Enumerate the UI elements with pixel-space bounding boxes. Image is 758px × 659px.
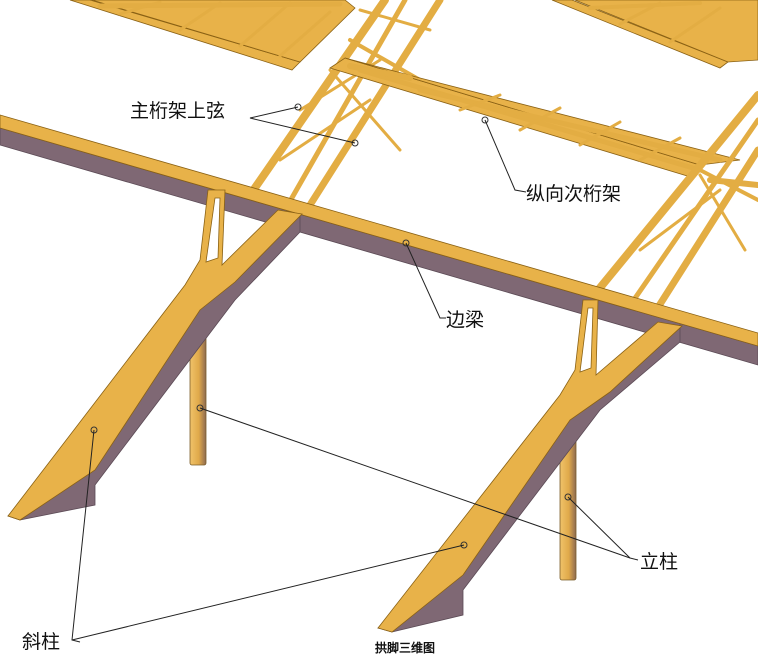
figure-caption: 拱脚三维图 — [375, 640, 435, 655]
label-main-truss-top-chord: 主桁架上弦 — [130, 100, 225, 122]
main-truss-left — [246, 0, 444, 213]
label-inclined-column: 斜柱 — [22, 631, 60, 653]
label-longitudinal-secondary-truss: 纵向次桁架 — [526, 183, 621, 205]
edge-beam — [0, 114, 758, 366]
label-edge-beam: 边梁 — [446, 309, 484, 331]
leader-lines — [71, 106, 639, 643]
main-truss-right — [586, 91, 758, 324]
leader-markers — [90, 103, 572, 549]
right-inclined-column — [377, 299, 683, 633]
upper-secondary-truss-left — [69, 0, 356, 71]
left-inclined-column — [7, 189, 303, 521]
middle-secondary-truss — [329, 57, 741, 179]
label-vertical-column: 立柱 — [640, 551, 678, 573]
upper-secondary-truss-right — [551, 0, 758, 69]
